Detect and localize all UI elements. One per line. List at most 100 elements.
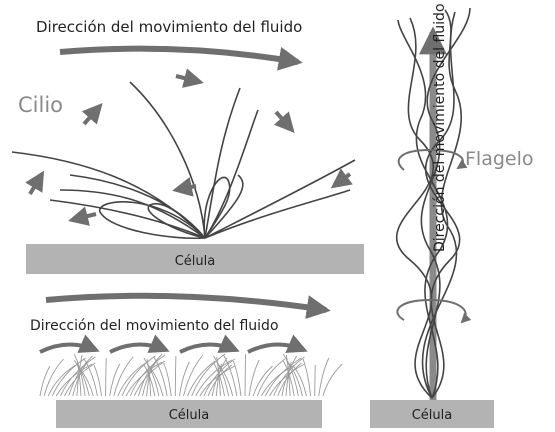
- cilia-carpet-panel: Dirección del movimiento del fluido Célu…: [30, 292, 343, 428]
- cilium-hair: [153, 356, 168, 397]
- wave-arrow: [109, 334, 170, 354]
- cilium-hair: [133, 360, 166, 397]
- cilium-hair: [129, 354, 166, 397]
- cilium-hair: [211, 357, 228, 397]
- flagellum-strand: [420, 7, 471, 399]
- cilium-hair: [199, 365, 236, 397]
- cilium-hair: [215, 363, 222, 397]
- motion-arrow: [81, 103, 103, 126]
- wave-arrow: [247, 334, 308, 354]
- cilium-hair: [285, 361, 292, 397]
- cilium-hair: [174, 355, 177, 397]
- cilium-hair: [281, 355, 298, 397]
- wave-arrow: [179, 334, 240, 354]
- cilium-hair: [223, 354, 238, 397]
- flagellum-rotation-arrows: [396, 148, 472, 324]
- cilium-hair: [73, 353, 86, 397]
- cilium-hair: [302, 358, 312, 397]
- cilium-hair: [113, 356, 134, 397]
- cilium-stroke: [204, 189, 351, 239]
- cilium-stroke: [11, 151, 206, 239]
- cilium-cell-label: Célula: [175, 254, 216, 269]
- cilium-cell-body: [26, 244, 364, 274]
- cilium-hair: [93, 364, 102, 397]
- cilium-hair: [146, 363, 164, 397]
- cilium-hair: [187, 360, 216, 397]
- cilium-hair: [273, 356, 305, 397]
- cilium-beat-strokes: [11, 81, 356, 240]
- cilium-hair: [73, 359, 90, 397]
- carpet-flow-label: Dirección del movimiento del fluido: [30, 318, 279, 334]
- flagellum-strand: [395, 17, 435, 399]
- cilium-hair: [277, 362, 302, 397]
- cilium-hair: [68, 355, 93, 397]
- cilium-hair: [292, 365, 307, 397]
- cilium-hair: [244, 353, 247, 397]
- flagellum-panel: Dirección del movimiento del fluido Flag…: [370, 3, 534, 428]
- cilium-hair: [43, 358, 64, 397]
- carpet-cilia-hairs: [39, 353, 343, 397]
- cilium-label: Cilio: [18, 93, 63, 117]
- cilium-hair: [286, 359, 303, 397]
- cilium-hair: [318, 357, 330, 397]
- cilium-hair: [121, 355, 156, 397]
- cilium-stroke: [204, 109, 259, 239]
- cilium-hair: [183, 354, 204, 397]
- cilium-hair: [105, 357, 107, 397]
- flagellum-cell-body: [370, 400, 494, 428]
- cilium-recovery-loop: [203, 176, 231, 239]
- cilium-hair: [282, 353, 299, 397]
- cilium-stroke: [59, 189, 206, 239]
- cilium-motion-arrows: [25, 68, 353, 226]
- cilium-hair: [117, 362, 146, 397]
- cilium-hair: [109, 363, 121, 397]
- cilium-hair: [283, 360, 295, 397]
- cilium-flow-arrow: [59, 45, 303, 71]
- motion-arrow: [330, 168, 353, 189]
- motion-arrow: [273, 110, 295, 133]
- cilium-panel: Dirección del movimiento del fluido Cili…: [11, 18, 364, 274]
- flagellum-cell-label: Célula: [412, 408, 453, 423]
- rotation-arrow: [397, 148, 468, 171]
- wave-arrow: [39, 334, 100, 354]
- carpet-cell-body: [56, 400, 322, 428]
- cilium-hair: [64, 362, 96, 397]
- motion-arrow: [25, 170, 45, 196]
- carpet-wave-arrows: [39, 334, 308, 354]
- flagellum-strands: [395, 7, 471, 399]
- cilium-hair: [60, 356, 96, 397]
- cilium-hair: [163, 362, 172, 397]
- cilium-flow-label: Dirección del movimiento del fluido: [36, 18, 302, 36]
- cilium-hair: [248, 359, 260, 397]
- motion-arrow: [175, 68, 204, 88]
- flagellum-strand: [424, 11, 461, 399]
- cilium-recovery-loop: [147, 203, 206, 239]
- flagellum-flow-label: Dirección del movimiento del fluido: [432, 3, 448, 252]
- cilium-hair: [203, 358, 236, 397]
- cilium-hair: [83, 358, 98, 397]
- flagellum-strand: [421, 9, 462, 399]
- carpet-cell-label: Célula: [169, 408, 210, 423]
- cilium-hair: [39, 365, 51, 397]
- cilium-hair: [51, 357, 86, 397]
- cilium-hair: [314, 364, 316, 397]
- cilium-hair: [232, 360, 242, 397]
- cilium-stroke: [204, 174, 244, 239]
- cilium-hair: [142, 359, 158, 397]
- flagellum-label: Flagelo: [465, 148, 534, 170]
- cilium-hair: [178, 361, 190, 397]
- cilium-hair: [191, 353, 226, 397]
- cilium-stroke: [129, 81, 206, 239]
- cilium-hair: [216, 361, 234, 397]
- cilium-recovery-loop: [99, 201, 206, 240]
- cilium-hair: [77, 365, 94, 397]
- cilium-hair: [256, 358, 286, 397]
- cilium-hair: [213, 355, 230, 397]
- cilium-hair: [213, 362, 225, 397]
- cilium-hair: [143, 357, 160, 397]
- cilium-hair: [252, 365, 273, 397]
- cilium-hair: [322, 363, 343, 397]
- cilium-hair: [143, 364, 156, 397]
- cilium-hair: [47, 364, 76, 397]
